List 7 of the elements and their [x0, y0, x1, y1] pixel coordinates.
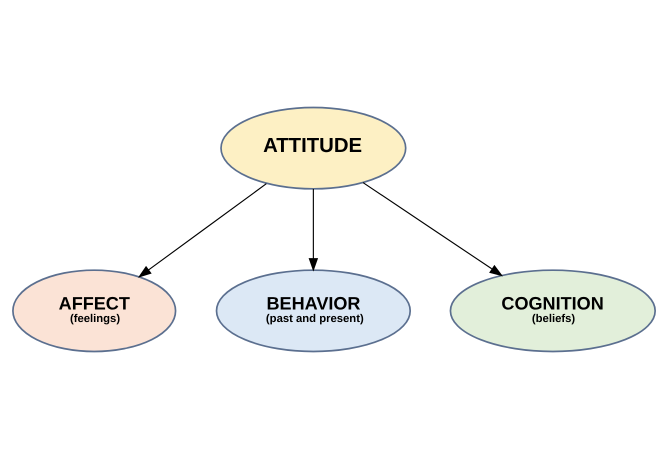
arrow: [308, 188, 318, 272]
node-ellipse: COGNITION (beliefs): [450, 269, 656, 352]
arrow: [138, 183, 267, 278]
node-ellipse: AFFECT (feelings): [12, 269, 176, 352]
node-ellipse: BEHAVIOR (past and present): [216, 269, 412, 352]
arrow: [362, 182, 504, 276]
node-ellipse: ATTITUDE: [220, 106, 407, 190]
